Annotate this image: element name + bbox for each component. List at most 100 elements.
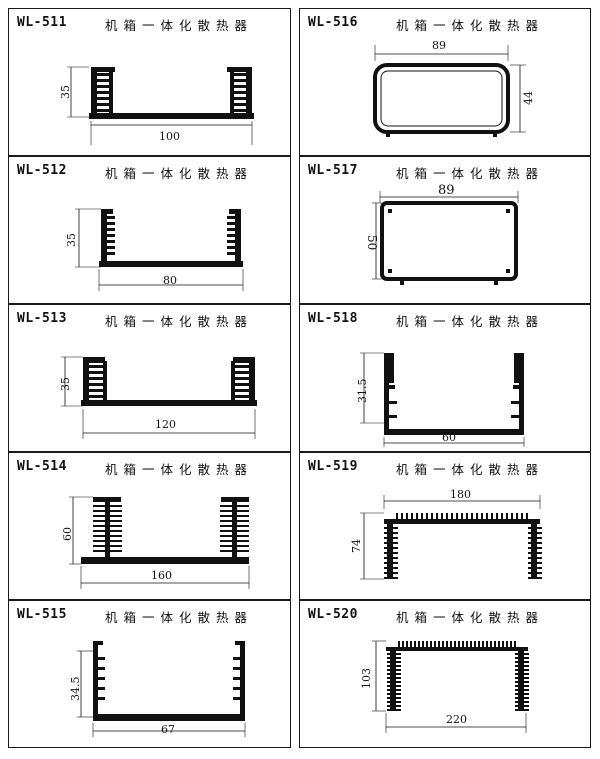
fin bbox=[528, 542, 542, 544]
fin bbox=[462, 641, 464, 648]
fin bbox=[515, 673, 529, 675]
dim-height: 44 bbox=[522, 91, 535, 105]
fin bbox=[422, 641, 424, 648]
fin bbox=[461, 513, 463, 520]
dim-width: 100 bbox=[159, 130, 180, 143]
product-code: WL-515 bbox=[17, 607, 67, 622]
fin bbox=[434, 641, 436, 648]
fin bbox=[387, 705, 401, 707]
product-title: 机箱一体化散热器 bbox=[396, 610, 545, 625]
dim-width: 60 bbox=[442, 431, 456, 444]
dim-width: 80 bbox=[163, 274, 177, 287]
fin bbox=[516, 513, 518, 520]
fin bbox=[515, 657, 529, 659]
fin bbox=[438, 641, 440, 648]
fin bbox=[526, 513, 528, 520]
fin bbox=[442, 641, 444, 648]
dim-height: 50 bbox=[365, 235, 379, 250]
fin bbox=[515, 693, 529, 695]
product-cell-wl-513: WL-513 机箱一体化散热器 35 120 bbox=[8, 304, 291, 452]
fin bbox=[406, 513, 408, 520]
product-code: WL-519 bbox=[308, 459, 358, 474]
fin bbox=[387, 709, 401, 711]
fin bbox=[402, 641, 404, 648]
profile-drawing-wl-511: 35 100 bbox=[59, 66, 254, 145]
product-code: WL-513 bbox=[17, 311, 67, 326]
fin bbox=[416, 513, 418, 520]
dim-height: 35 bbox=[59, 377, 72, 391]
fin bbox=[456, 513, 458, 520]
fin bbox=[528, 547, 542, 549]
fin bbox=[384, 562, 398, 564]
dim-width: 180 bbox=[450, 488, 471, 501]
product-title: 机箱一体化散热器 bbox=[396, 18, 545, 33]
profile-drawing-wl-513: 35 120 bbox=[59, 356, 257, 439]
product-title: 机箱一体化散热器 bbox=[396, 166, 545, 181]
fin bbox=[384, 557, 398, 559]
dim-width: 89 bbox=[438, 183, 455, 198]
fin bbox=[521, 513, 523, 520]
fin bbox=[418, 641, 420, 648]
fin bbox=[431, 513, 433, 520]
fin bbox=[414, 641, 416, 648]
fin bbox=[426, 513, 428, 520]
fin bbox=[515, 665, 529, 667]
dim-width: 67 bbox=[161, 723, 175, 736]
dim-height: 103 bbox=[360, 668, 373, 689]
dim-height: 31.5 bbox=[356, 379, 369, 404]
fin bbox=[515, 669, 529, 671]
fin bbox=[490, 641, 492, 648]
fin bbox=[528, 537, 542, 539]
product-code: WL-518 bbox=[308, 311, 358, 326]
fin bbox=[384, 527, 398, 529]
fin bbox=[387, 661, 401, 663]
fin bbox=[387, 653, 401, 655]
product-title: 机箱一体化散热器 bbox=[105, 462, 254, 477]
profile-drawing-wl-516: 89 44 bbox=[373, 39, 535, 137]
profile-drawing-wl-518: 31.5 60 bbox=[356, 352, 525, 447]
fin bbox=[474, 641, 476, 648]
fin bbox=[387, 657, 401, 659]
fin bbox=[410, 641, 412, 648]
fin bbox=[441, 513, 443, 520]
fin bbox=[387, 669, 401, 671]
fin bbox=[496, 513, 498, 520]
fin bbox=[387, 681, 401, 683]
product-cell-wl-517: WL-517 机箱一体化散热器 89 50 bbox=[299, 156, 591, 304]
fin bbox=[478, 641, 480, 648]
profile-drawing-wl-519: 180 74 bbox=[350, 488, 542, 580]
fin bbox=[384, 577, 398, 579]
fin bbox=[430, 641, 432, 648]
fin bbox=[384, 547, 398, 549]
fin bbox=[387, 697, 401, 699]
product-cell-wl-512: WL-512 机箱一体化散热器 35 80 bbox=[8, 156, 291, 304]
fin bbox=[528, 577, 542, 579]
fin bbox=[384, 567, 398, 569]
fin bbox=[510, 641, 512, 648]
fin bbox=[458, 641, 460, 648]
product-title: 机箱一体化散热器 bbox=[105, 314, 254, 329]
product-code: WL-520 bbox=[308, 607, 358, 622]
fin bbox=[384, 542, 398, 544]
fin bbox=[466, 641, 468, 648]
fin bbox=[470, 641, 472, 648]
dim-width: 89 bbox=[432, 39, 446, 52]
product-code: WL-514 bbox=[17, 459, 67, 474]
fin bbox=[491, 513, 493, 520]
fin bbox=[481, 513, 483, 520]
fin bbox=[406, 641, 408, 648]
fin bbox=[446, 513, 448, 520]
product-cell-wl-514: WL-514 机箱一体化散热器 bbox=[8, 452, 291, 600]
fin bbox=[515, 685, 529, 687]
fin bbox=[398, 641, 400, 648]
fin bbox=[515, 701, 529, 703]
fin bbox=[506, 513, 508, 520]
fin bbox=[486, 641, 488, 648]
dim-width: 220 bbox=[446, 713, 467, 726]
fin bbox=[450, 641, 452, 648]
fin bbox=[384, 552, 398, 554]
fin bbox=[411, 513, 413, 520]
fin bbox=[528, 562, 542, 564]
dim-height: 60 bbox=[61, 527, 74, 541]
product-title: 机箱一体化散热器 bbox=[105, 166, 254, 181]
